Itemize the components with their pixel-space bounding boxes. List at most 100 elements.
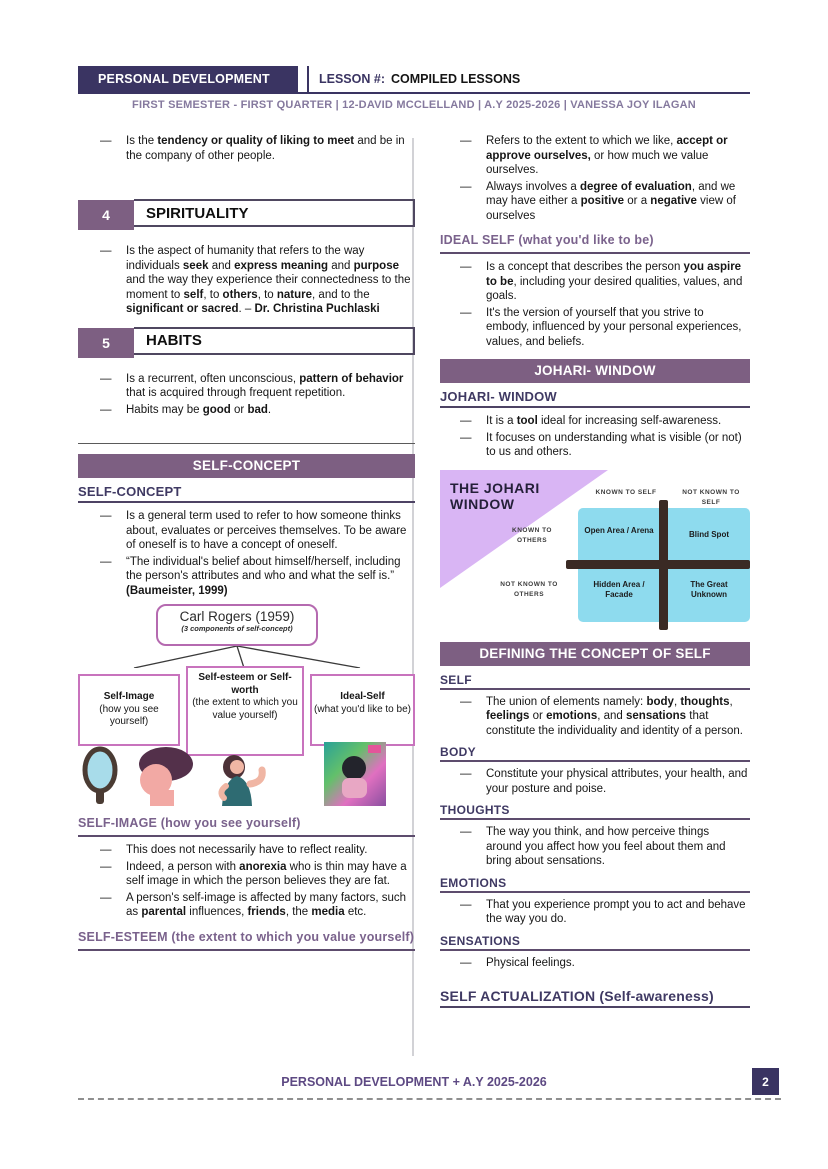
list-item-text: This does not necessarily have to reflec… <box>126 844 368 857</box>
heading-body: BODY <box>440 745 750 763</box>
list-item-text: Is a general term used to refer to how s… <box>126 510 407 551</box>
list-item-text: Is the tendency or quality of liking to … <box>126 135 405 162</box>
list-item-text: Physical feelings. <box>486 956 575 969</box>
list-item-text: Is a recurrent, often unconscious, patte… <box>126 372 404 400</box>
list-item: — The way you think, and how perceive th… <box>440 825 750 869</box>
diagram-box-self-esteem: Self-esteem or Self-worth (the extent to… <box>186 666 304 756</box>
section-title: HABITS <box>134 326 415 355</box>
left-column: — Is the tendency or quality of liking t… <box>78 134 415 957</box>
list-item: — Physical feelings. <box>440 956 750 971</box>
list-item-text: The union of elements namely: body, thou… <box>486 695 743 737</box>
carl-rogers-diagram: Carl Rogers (1959) (3 components of self… <box>78 604 415 806</box>
diagram-box-ideal-self: Ideal-Self (what you'd like to be) <box>310 674 415 746</box>
heading-self-esteem: SELF-ESTEEM (the extent to which you val… <box>78 928 415 952</box>
lesson-heading: LESSON #: COMPILED LESSONS <box>307 66 520 92</box>
list-item: — “The individual's belief about himself… <box>78 555 415 599</box>
list-item: — Habits may be good or bad. <box>78 403 415 418</box>
johari-col-label-known-to-self: KNOWN TO SELF <box>595 488 657 496</box>
diagram-connector-lines <box>133 646 361 668</box>
list-item-text: The way you think, and how perceive thin… <box>486 826 726 868</box>
list-item: — Is the tendency or quality of liking t… <box>78 134 415 163</box>
list-item: — Indeed, a person with anorexia who is … <box>78 860 415 889</box>
list-item: — Refers to the extent to which we like,… <box>440 134 750 178</box>
list-item: — Is the aspect of humanity that refers … <box>78 244 415 317</box>
diagram-box-subtitle: (the extent to which you value yourself) <box>192 697 298 721</box>
mirror-and-face-illustration <box>82 746 193 806</box>
bullet-dash: — <box>100 403 112 416</box>
footer-text: PERSONAL DEVELOPMENT + A.Y 2025-2026 <box>281 1075 547 1089</box>
list-item-text: Is the aspect of humanity that refers to… <box>126 245 411 315</box>
list-item-text: “The individual's belief about himself/h… <box>126 555 401 597</box>
lesson-label: LESSON #: <box>319 72 385 86</box>
bullet-dash: — <box>460 956 472 969</box>
diagram-root-box: Carl Rogers (1959) (3 components of self… <box>156 604 318 646</box>
ideal-self-photo <box>324 742 386 806</box>
section-number: 4 <box>78 200 134 230</box>
list-item: — That you experience prompt you to act … <box>440 898 750 927</box>
heading-sensations: SENSATIONS <box>440 934 750 951</box>
johari-quadrant-open-area: Open Area / Arena <box>584 525 654 535</box>
list-item-text: Indeed, a person with anorexia who is th… <box>126 860 407 888</box>
johari-quadrant-blind-spot: Blind Spot <box>689 529 729 539</box>
list-item-text: That you experience prompt you to act an… <box>486 898 746 926</box>
bullet-dash: — <box>460 415 472 428</box>
johari-row-label-not-known-to-others: NOT KNOWN TO OTHERS <box>500 580 558 598</box>
list-item: — Always involves a degree of evaluation… <box>440 180 750 224</box>
course-badge: PERSONAL DEVELOPMENT <box>78 66 298 92</box>
heading-ideal-self: IDEAL SELF (what you'd like to be) <box>440 231 750 255</box>
heading-self: SELF <box>440 673 750 690</box>
banner-self-concept: SELF-CONCEPT <box>78 454 415 478</box>
diagram-root-subtitle: (3 components of self-concept) <box>181 624 293 633</box>
heading-thoughts: THOUGHTS <box>440 803 750 821</box>
list-item-text: Always involves a degree of evaluation, … <box>486 180 736 222</box>
list-item-text: It is a tool ideal for increasing self-a… <box>486 415 722 428</box>
johari-figure-title: THE JOHARI WINDOW <box>450 479 540 513</box>
bullet-dash: — <box>460 695 472 708</box>
page-number-badge: 2 <box>752 1068 779 1095</box>
diagram-root-title: Carl Rogers (1959) <box>179 609 295 624</box>
section-heading-spirituality: 4 SPIRITUALITY <box>78 199 415 230</box>
header-title-row: PERSONAL DEVELOPMENT LESSON #: COMPILED … <box>78 66 750 94</box>
bullet-dash: — <box>100 891 112 904</box>
bullet-dash: — <box>460 768 472 781</box>
bullet-dash: — <box>100 555 112 568</box>
list-item: — It is a tool ideal for increasing self… <box>440 414 750 429</box>
bullet-dash: — <box>460 180 472 193</box>
list-item-text: It's the version of yourself that you st… <box>486 306 742 348</box>
list-item-text: Constitute your physical attributes, you… <box>486 768 748 795</box>
banner-johari-window: JOHARI- WINDOW <box>440 359 750 384</box>
section-number: 5 <box>78 327 134 358</box>
bullet-dash: — <box>460 826 472 839</box>
list-item: — A person's self-image is affected by m… <box>78 891 415 920</box>
footer-dashed-line <box>78 1098 781 1100</box>
header-subtitle: FIRST SEMESTER - FIRST QUARTER | 12-DAVI… <box>132 99 696 111</box>
list-item: — Is a general term used to refer to how… <box>78 509 415 553</box>
diagram-box-subtitle: (how you see yourself) <box>99 703 159 728</box>
diagram-box-title: Self-Image <box>103 691 155 702</box>
johari-col-label-not-known-to-self: NOT KNOWN TO SELF <box>682 488 740 506</box>
list-item: — Constitute your physical attributes, y… <box>440 767 750 796</box>
section-title: SPIRITUALITY <box>134 199 415 227</box>
diagram-box-title: Ideal-Self <box>340 691 385 702</box>
list-item: — The union of elements namely: body, th… <box>440 695 750 739</box>
list-item-text: Habits may be good or bad. <box>126 403 272 416</box>
bullet-dash: — <box>460 306 472 319</box>
johari-quadrant-hidden-area: Hidden Area / Facade <box>593 579 645 600</box>
bullet-dash: — <box>100 844 112 857</box>
list-item: — Is a recurrent, often unconscious, pat… <box>78 372 415 401</box>
diagram-box-title: Self-esteem or Self-worth <box>198 672 292 696</box>
section-divider <box>78 443 415 444</box>
diagram-box-subtitle: (what you'd like to be) <box>314 703 411 715</box>
heading-self-actualization: SELF ACTUALIZATION (Self-awareness) <box>440 988 750 1009</box>
bullet-dash: — <box>460 135 472 147</box>
bullet-dash: — <box>460 431 472 444</box>
johari-window-figure: THE JOHARI WINDOW KNOWN TO SELF NOT KNOW… <box>440 464 750 632</box>
flexing-person-illustration <box>218 755 266 806</box>
heading-johari-window: JOHARI- WINDOW <box>440 389 750 409</box>
johari-row-label-known-to-others: KNOWN TO OTHERS <box>512 526 552 544</box>
bullet-dash: — <box>100 135 112 147</box>
bullet-dash: — <box>100 860 112 873</box>
list-item: — It focuses on understanding what is vi… <box>440 431 750 460</box>
bullet-dash: — <box>100 245 112 257</box>
johari-quadrant-great-unknown: The Great Unknown <box>690 579 728 600</box>
